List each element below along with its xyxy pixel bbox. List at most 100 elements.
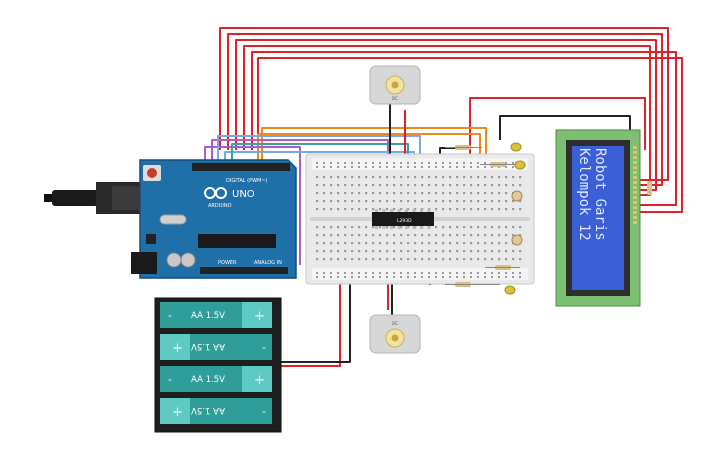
breadboard-hole[interactable] [456,226,459,229]
breadboard-hole[interactable] [372,166,374,168]
breadboard-hole[interactable] [505,208,508,211]
breadboard-hole[interactable] [428,234,431,237]
breadboard-hole[interactable] [323,226,326,229]
breadboard-hole[interactable] [435,250,438,253]
breadboard-hole[interactable] [463,208,466,211]
breadboard-hole[interactable] [330,192,333,195]
power-jack[interactable] [131,252,157,274]
breadboard-hole[interactable] [512,258,515,261]
breadboard-hole[interactable] [442,272,444,274]
breadboard-hole[interactable] [477,162,479,164]
photoresistor[interactable] [511,190,523,202]
breadboard-hole[interactable] [463,234,466,237]
breadboard-hole[interactable] [470,162,472,164]
breadboard-hole[interactable] [316,234,319,237]
breadboard-hole[interactable] [463,258,466,261]
breadboard-hole[interactable] [421,272,423,274]
breadboard-hole[interactable] [449,200,452,203]
breadboard-hole[interactable] [351,234,354,237]
breadboard-hole[interactable] [351,276,353,278]
breadboard-hole[interactable] [428,162,430,164]
breadboard-hole[interactable] [365,226,368,229]
breadboard-hole[interactable] [365,234,368,237]
breadboard-hole[interactable] [484,258,487,261]
breadboard-hole[interactable] [421,166,423,168]
breadboard-hole[interactable] [456,242,459,245]
breadboard-hole[interactable] [400,234,403,237]
breadboard-hole[interactable] [456,276,458,278]
breadboard-hole[interactable] [407,184,410,187]
breadboard-hole[interactable] [358,192,361,195]
breadboard-hole[interactable] [400,176,403,179]
breadboard-hole[interactable] [498,192,501,195]
breadboard-hole[interactable] [442,258,445,261]
breadboard-hole[interactable] [442,226,445,229]
breadboard-hole[interactable] [477,250,480,253]
breadboard-hole[interactable] [358,258,361,261]
breadboard-hole[interactable] [512,226,515,229]
breadboard-hole[interactable] [484,162,486,164]
breadboard-hole[interactable] [519,250,522,253]
breadboard-hole[interactable] [512,200,515,203]
breadboard-hole[interactable] [372,192,375,195]
breadboard-hole[interactable] [519,234,522,237]
breadboard-hole[interactable] [442,234,445,237]
breadboard-hole[interactable] [498,250,501,253]
breadboard-hole[interactable] [407,234,410,237]
photoresistor[interactable] [511,234,523,246]
breadboard-hole[interactable] [400,242,403,245]
breadboard-hole[interactable] [435,272,437,274]
breadboard-hole[interactable] [512,208,515,211]
breadboard-hole[interactable] [442,276,444,278]
breadboard-hole[interactable] [365,242,368,245]
breadboard-hole[interactable] [407,242,410,245]
breadboard-hole[interactable] [330,162,332,164]
breadboard-hole[interactable] [316,162,318,164]
breadboard-hole[interactable] [358,208,361,211]
breadboard-hole[interactable] [463,242,466,245]
breadboard-hole[interactable] [519,276,521,278]
breadboard-hole[interactable] [316,276,318,278]
wire-red-lcd-1[interactable] [219,27,669,181]
breadboard-hole[interactable] [400,276,402,278]
breadboard-hole[interactable] [344,250,347,253]
breadboard-hole[interactable] [344,184,347,187]
breadboard-hole[interactable] [351,208,354,211]
breadboard-hole[interactable] [379,242,382,245]
breadboard-hole[interactable] [358,226,361,229]
breadboard-hole[interactable] [316,166,318,168]
led-yellow[interactable] [510,142,522,152]
breadboard-hole[interactable] [379,162,381,164]
breadboard-hole[interactable] [337,250,340,253]
breadboard-hole[interactable] [372,242,375,245]
breadboard-hole[interactable] [442,166,444,168]
breadboard-hole[interactable] [365,272,367,274]
breadboard-hole[interactable] [491,176,494,179]
breadboard-hole[interactable] [442,184,445,187]
breadboard-hole[interactable] [323,208,326,211]
breadboard-hole[interactable] [498,208,501,211]
breadboard-hole[interactable] [407,176,410,179]
breadboard-hole[interactable] [393,184,396,187]
breadboard-hole[interactable] [379,272,381,274]
breadboard-hole[interactable] [330,166,332,168]
breadboard-hole[interactable] [435,276,437,278]
breadboard-hole[interactable] [351,162,353,164]
breadboard-hole[interactable] [393,242,396,245]
breadboard-hole[interactable] [512,234,515,237]
breadboard-hole[interactable] [358,176,361,179]
breadboard-hole[interactable] [491,184,494,187]
breadboard-hole[interactable] [512,184,515,187]
breadboard-hole[interactable] [505,242,508,245]
breadboard-hole[interactable] [463,200,466,203]
breadboard-hole[interactable] [449,272,451,274]
wire-black-battery[interactable] [275,262,351,363]
breadboard-hole[interactable] [414,234,417,237]
breadboard-hole[interactable] [491,200,494,203]
breadboard-hole[interactable] [372,208,375,211]
breadboard-hole[interactable] [379,208,382,211]
breadboard-hole[interactable] [386,272,388,274]
breadboard-hole[interactable] [484,184,487,187]
breadboard-hole[interactable] [372,272,374,274]
lcd-pin[interactable] [633,156,637,159]
